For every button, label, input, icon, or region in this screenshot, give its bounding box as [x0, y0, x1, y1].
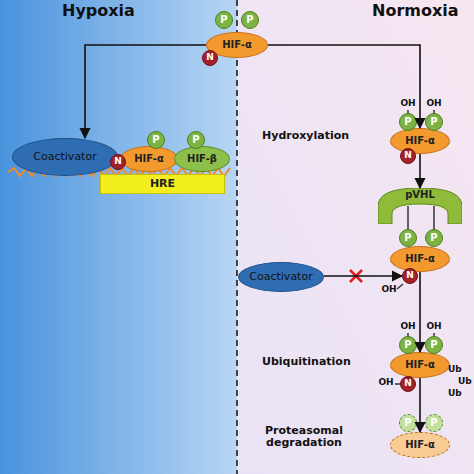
- divider-line: [236, 0, 238, 474]
- node-text: HIF-α: [405, 360, 435, 371]
- node-text: Coactivator: [249, 271, 312, 283]
- degraded-hif-ellipse: HIF-α: [390, 432, 450, 458]
- block-cross: [350, 270, 362, 282]
- arrow-connector: [324, 275, 402, 277]
- panel-heading: Normoxia: [372, 2, 459, 20]
- ubiquitin-label: Ub: [448, 389, 462, 399]
- n-terminus-circle: N: [110, 154, 126, 170]
- node-text: HIF-α: [134, 154, 164, 165]
- node-text: pVHL: [405, 190, 435, 201]
- bond-line: [407, 206, 409, 230]
- node-text: N: [404, 151, 412, 160]
- node-text: P: [404, 418, 411, 429]
- arrow-connector: [268, 45, 420, 128]
- node-text: P: [430, 340, 437, 351]
- bond-line: [433, 206, 435, 230]
- node-text: Coactivator: [33, 151, 96, 163]
- arch-shape: [378, 188, 462, 224]
- phospho-circle: P: [425, 229, 443, 247]
- ubiquitin-label: Ub: [458, 377, 472, 387]
- phospho-circle: P: [425, 113, 443, 131]
- hydroxyl-label: OH: [425, 322, 443, 332]
- node-text: HIF-α: [405, 440, 435, 451]
- degraded-phospho-circle: P: [399, 414, 417, 432]
- node-text: P: [152, 135, 159, 146]
- hif-alpha-ellipse: HIF-α: [390, 246, 450, 272]
- step-label: Proteasomal degradation: [262, 425, 346, 449]
- step-label: Hydroxylation: [262, 130, 349, 142]
- arrow-connector: [419, 154, 421, 188]
- node-text: HIF-α: [222, 40, 252, 51]
- block-cross: [350, 270, 362, 282]
- node-text: HIF-α: [405, 254, 435, 265]
- hif-alpha-ellipse: HIF-α: [120, 146, 178, 172]
- step-label: Ubiquitination: [262, 356, 351, 368]
- node-text: P: [220, 15, 227, 26]
- pvhl-arch: pVHL: [378, 188, 462, 224]
- arrow-connector: [419, 378, 421, 432]
- node-text: P: [430, 418, 437, 429]
- phospho-circle: P: [399, 113, 417, 131]
- phospho-circle: P: [215, 11, 233, 29]
- n-terminus-circle: N: [202, 50, 218, 66]
- node-text: N: [114, 157, 122, 166]
- phospho-circle: P: [241, 11, 259, 29]
- hydroxyl-label: OH: [399, 99, 417, 109]
- node-text: P: [404, 233, 411, 244]
- degraded-phospho-circle: P: [425, 414, 443, 432]
- phospho-circle: P: [425, 336, 443, 354]
- node-text: HIF-α: [405, 136, 435, 147]
- phospho-circle: P: [399, 229, 417, 247]
- node-text: P: [404, 117, 411, 128]
- node-text: HIF-β: [187, 154, 217, 165]
- hydroxyl-label: OH: [425, 99, 443, 109]
- hif-alpha-ellipse: HIF-α: [390, 352, 450, 378]
- arrow-connector: [419, 272, 421, 352]
- normoxia-panel: [237, 0, 474, 474]
- node-text: P: [246, 15, 253, 26]
- node-text: P: [430, 233, 437, 244]
- phospho-circle: P: [399, 336, 417, 354]
- node-text: HRE: [150, 178, 175, 190]
- n-terminus-circle: N: [402, 268, 418, 284]
- arrow-connector: [85, 45, 206, 138]
- node-text: N: [206, 53, 214, 62]
- phospho-circle: P: [147, 131, 165, 149]
- node-text: N: [404, 379, 412, 388]
- node-text: P: [430, 117, 437, 128]
- hypoxia-panel: [0, 0, 237, 474]
- coactivator-ellipse: Coactivator: [238, 262, 324, 292]
- phospho-circle: P: [187, 131, 205, 149]
- node-text: P: [404, 340, 411, 351]
- panel-heading: Hypoxia: [62, 2, 135, 20]
- node-text: P: [192, 135, 199, 146]
- n-terminus-circle: N: [400, 376, 416, 392]
- node-text: N: [406, 271, 414, 280]
- coactivator-ellipse: Coactivator: [12, 138, 118, 176]
- ubiquitin-label: Ub: [448, 365, 462, 375]
- hydroxyl-label: OH: [380, 285, 398, 295]
- hif-alpha-ellipse: HIF-α: [390, 128, 450, 154]
- hif-beta-ellipse: HIF-β: [174, 146, 230, 172]
- hre-box: HRE: [100, 174, 225, 194]
- bond-line: [397, 284, 403, 289]
- hydroxyl-label: OH: [377, 378, 395, 388]
- n-terminus-circle: N: [400, 148, 416, 164]
- hydroxyl-label: OH: [399, 322, 417, 332]
